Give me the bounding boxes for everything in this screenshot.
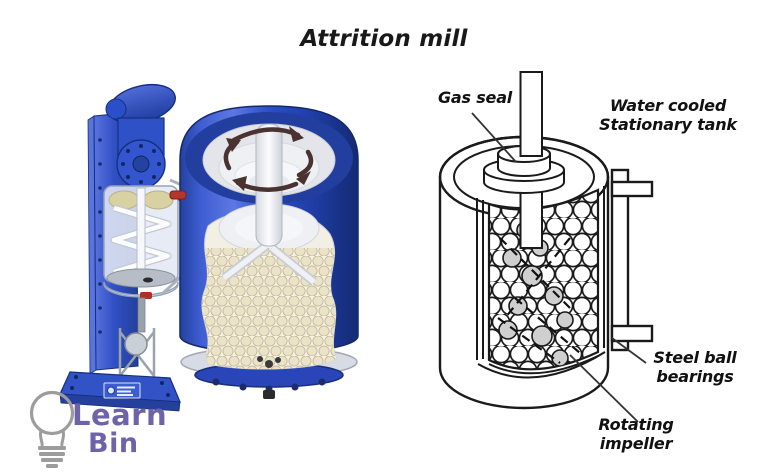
support-rod — [137, 297, 146, 333]
attrition-mill-machine-render — [59, 83, 189, 412]
tank-cutaway-render — [169, 105, 359, 399]
impeller-leader — [569, 354, 639, 423]
attrition-mill-schematic — [438, 71, 654, 423]
cooling-pipes — [610, 168, 654, 352]
column-bolts — [98, 138, 102, 334]
logo-text-bin: Bin — [88, 428, 139, 459]
water-cooled-tank-label: Water cooled Stationary tank — [599, 96, 737, 134]
steel-ball-bearings-label: Steel ball bearings — [653, 348, 737, 386]
steel-ball-leader — [611, 337, 647, 364]
drain-stub — [263, 390, 275, 399]
rotating-shaft — [255, 123, 283, 247]
page-title: Attrition mill — [300, 26, 468, 52]
impeller-marks — [497, 221, 581, 367]
logo-text-learn: Learn — [72, 398, 168, 432]
water-jacket-walls — [476, 186, 606, 379]
learnbin-logo: Learn Bin — [26, 386, 176, 472]
gas-seal-leader — [471, 112, 517, 163]
gas-seal-label: Gas seal — [438, 88, 513, 107]
machine-base — [59, 371, 181, 412]
valve-red-2 — [140, 292, 152, 299]
pump-body — [124, 332, 148, 356]
rotation-arrows-icon — [223, 126, 314, 192]
grinding-balls — [201, 248, 336, 370]
machine-motor — [105, 83, 176, 189]
gas-seal-part — [483, 145, 565, 194]
rotating-impeller-label: Rotating impeller — [598, 415, 674, 453]
machine-grinding-chamber — [103, 185, 179, 298]
lightbulb-icon — [29, 390, 75, 468]
shaft-upper — [519, 71, 543, 157]
impeller-arms — [221, 242, 317, 286]
inlet-stub-red — [169, 190, 187, 200]
shaft-lower — [519, 189, 543, 249]
agitator-shaft — [136, 187, 146, 277]
leader-lines — [471, 112, 647, 423]
